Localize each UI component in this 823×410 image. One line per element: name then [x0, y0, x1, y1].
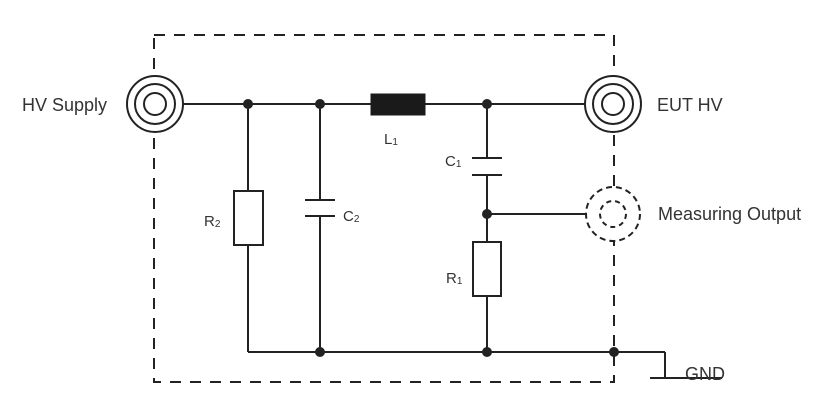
hv-supply-connector — [126, 75, 184, 133]
r1-resistor — [472, 241, 502, 297]
eut-hv-connector — [584, 75, 642, 133]
gnd-label: GND — [685, 364, 725, 384]
junction-dot — [609, 347, 619, 357]
r2-label: R2 — [204, 213, 221, 230]
junction-dot — [315, 99, 325, 109]
junction-dot — [482, 209, 492, 219]
c2-label: C2 — [343, 208, 360, 225]
measuring-output-connector — [585, 186, 641, 242]
l1-label: L1 — [384, 131, 398, 148]
c1-label: C1 — [445, 153, 462, 170]
junction-dot — [482, 99, 492, 109]
l1-inductor — [370, 93, 426, 116]
r1-label: R1 — [446, 270, 463, 287]
enclosure-boundary — [153, 34, 615, 383]
junction-dot — [315, 347, 325, 357]
hv-supply-label: HV Supply — [22, 95, 107, 115]
r2-resistor — [233, 190, 264, 246]
measuring-output-label: Measuring Output — [658, 204, 801, 224]
junction-dot — [482, 347, 492, 357]
junction-dot — [243, 99, 253, 109]
eut-hv-label: EUT HV — [657, 95, 723, 115]
